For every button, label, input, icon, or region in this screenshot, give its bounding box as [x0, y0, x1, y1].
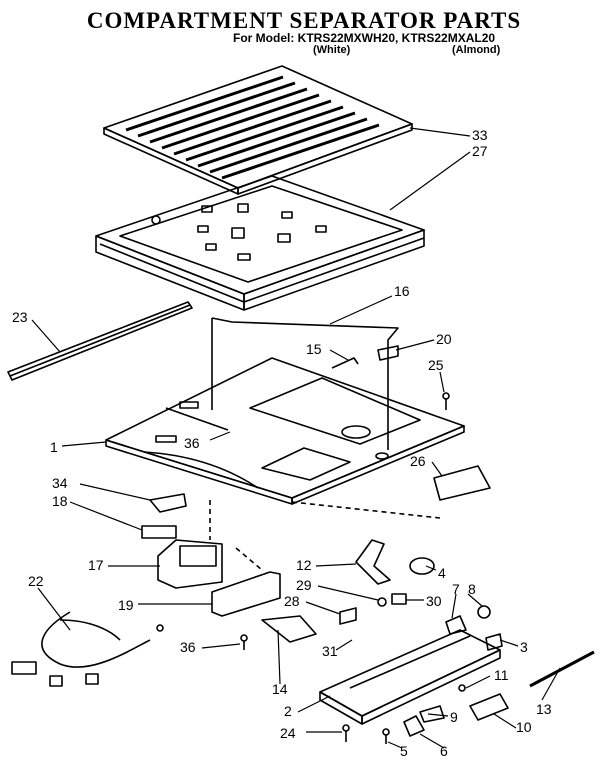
part-29-screw: [377, 597, 387, 607]
callout-30: 30: [426, 593, 442, 609]
callout-36-upper: 36: [184, 435, 200, 451]
part-12-bracket: [355, 539, 391, 585]
part-8-bulb: [477, 605, 491, 619]
callout-5: 5: [400, 743, 408, 759]
callout-25: 25: [428, 357, 444, 373]
variant-almond: (Almond): [452, 44, 501, 56]
callout-7: 7: [452, 581, 460, 597]
callout-33: 33: [472, 127, 488, 143]
part-20-bracket: [377, 345, 399, 361]
callout-22: 22: [28, 573, 44, 589]
callout-17: 17: [88, 557, 104, 573]
callout-6: 6: [440, 743, 448, 759]
page-title: COMPARTMENT SEPARATOR PARTS: [86, 8, 522, 33]
part-4-motor: [409, 557, 435, 575]
leader-lines: [31, 127, 561, 749]
part-24-screw: [342, 724, 350, 742]
callout-18: 18: [52, 493, 68, 509]
part-7-switch: [445, 615, 467, 635]
callout-27: 27: [472, 143, 488, 159]
callout-19: 19: [118, 597, 134, 613]
variant-white: (White): [313, 44, 351, 56]
leader-dashed-26: [291, 501, 441, 519]
callout-23: 23: [12, 309, 28, 325]
callout-11: 11: [494, 667, 509, 683]
callout-15: 15: [306, 341, 322, 357]
callout-10: 10: [516, 719, 532, 735]
model-numbers: For Model: KTRS22MXWH20, KTRS22MXAL20: [233, 31, 496, 45]
part-17-control-housing: [157, 539, 223, 589]
part-2-base: [319, 629, 501, 725]
callout-24: 24: [280, 725, 296, 741]
callout-4: 4: [438, 565, 446, 581]
part-36-screw-lower: [240, 634, 248, 650]
part-5-screw: [382, 728, 390, 744]
callout-16: 16: [394, 283, 410, 299]
part-9-clip: [419, 705, 445, 723]
part-10-cover: [469, 693, 509, 721]
callout-2: 2: [284, 703, 292, 719]
part-28-clip: [339, 607, 357, 625]
part-13-rod: [529, 650, 595, 688]
part-15-clip: [331, 357, 359, 369]
callout-labels: 33 27 16 23 15 20 25 1 36 26 34 18 17 22…: [12, 127, 552, 759]
callout-36-lower: 36: [180, 639, 196, 655]
part-14-baffle: [261, 615, 317, 643]
callout-14: 14: [272, 681, 288, 697]
part-34-plug: [149, 493, 187, 513]
callout-13: 13: [536, 701, 552, 717]
callout-29: 29: [296, 577, 312, 593]
part-25-screw: [442, 392, 450, 410]
callout-12: 12: [296, 557, 312, 573]
callout-31: 31: [322, 643, 338, 659]
part-33-grille-cover: [103, 65, 413, 195]
callout-26: 26: [410, 453, 426, 469]
leader-dashed-19: [235, 547, 263, 571]
callout-3: 3: [520, 639, 528, 655]
part-26-pad: [433, 465, 491, 501]
part-18-lens: [141, 525, 177, 539]
part-19-cover: [211, 571, 281, 617]
callout-1: 1: [50, 439, 58, 455]
part-11-screw: [458, 684, 466, 692]
callout-34: 34: [52, 475, 68, 491]
callout-20: 20: [436, 331, 452, 347]
part-27-shelf-frame: [95, 175, 425, 311]
callout-8: 8: [468, 581, 476, 597]
part-23-trim-strip: [7, 301, 193, 381]
part-3-socket: [485, 633, 503, 651]
part-6-switch: [403, 715, 425, 737]
part-30-bracket: [391, 593, 407, 605]
part-16-wire: [211, 317, 399, 450]
callout-9: 9: [450, 709, 458, 725]
callout-28: 28: [284, 593, 300, 609]
part-22-wire-harness: [11, 611, 164, 687]
title-block: COMPARTMENT SEPARATOR PARTS: [0, 8, 608, 34]
part-1-separator: [105, 357, 465, 505]
